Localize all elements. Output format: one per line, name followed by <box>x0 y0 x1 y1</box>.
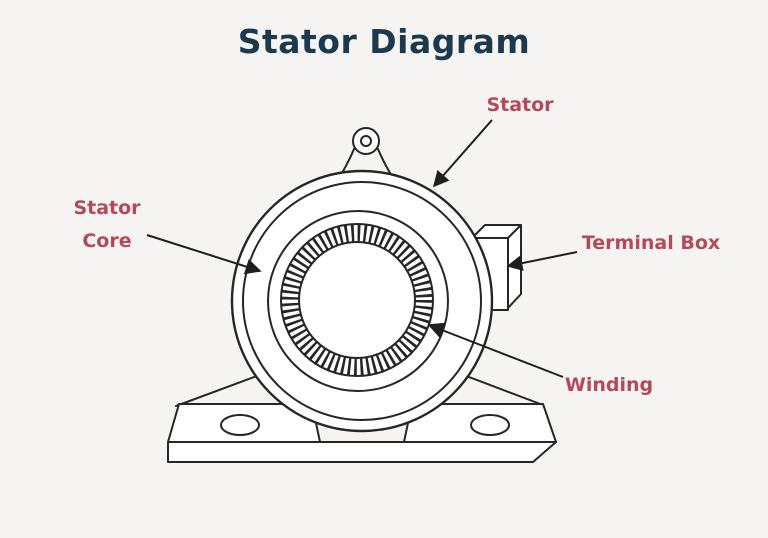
terminal-box-arrow <box>506 251 578 271</box>
left-foot-hole <box>220 414 260 436</box>
winding-inner-bore <box>298 241 416 359</box>
label-stator-core: Stator Core <box>73 197 141 252</box>
winding-hatch <box>281 224 433 376</box>
lifting-eye <box>341 127 391 174</box>
base-plate <box>167 441 557 463</box>
label-terminal-box: Terminal Box <box>581 232 721 254</box>
stator-core-arrow <box>146 234 262 275</box>
stator-housing-inner <box>242 181 482 421</box>
winding-arrow <box>427 322 564 378</box>
page-title: Stator Diagram <box>237 22 531 61</box>
stator-arrow <box>432 119 493 188</box>
right-foot-hole <box>470 414 510 436</box>
callout-arrows <box>146 119 578 378</box>
label-winding: Winding <box>564 374 654 396</box>
label-stator: Stator <box>486 94 554 116</box>
